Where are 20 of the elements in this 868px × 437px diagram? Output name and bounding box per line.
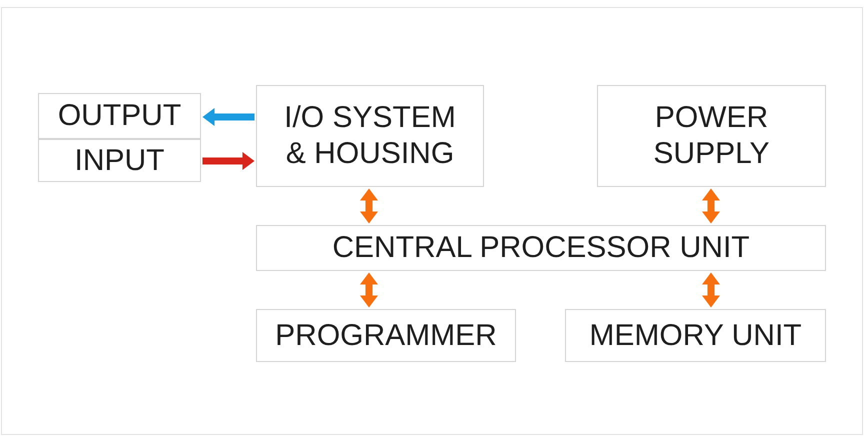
box-label: CENTRAL PROCESSOR UNIT — [332, 230, 750, 266]
double-arrow — [702, 272, 720, 308]
double-arrow — [360, 272, 378, 308]
double-arrow — [360, 188, 378, 224]
process-box — [256, 85, 484, 187]
box-label: INPUT — [74, 142, 164, 178]
process-box — [256, 225, 826, 271]
box-label: I/O SYSTEM & HOUSING — [283, 100, 457, 172]
box-label: PROGRAMMER — [275, 318, 497, 354]
box-label: MEMORY UNIT — [589, 318, 802, 354]
process-box — [565, 309, 826, 362]
process-box — [256, 309, 516, 362]
double-arrow — [702, 188, 720, 224]
box-label: OUTPUT — [58, 98, 182, 134]
arrow — [202, 108, 254, 126]
process-box — [38, 139, 201, 182]
process-box — [38, 93, 201, 139]
process-box — [597, 85, 826, 187]
box-label: POWER SUPPLY — [652, 100, 771, 172]
arrow — [202, 152, 254, 170]
